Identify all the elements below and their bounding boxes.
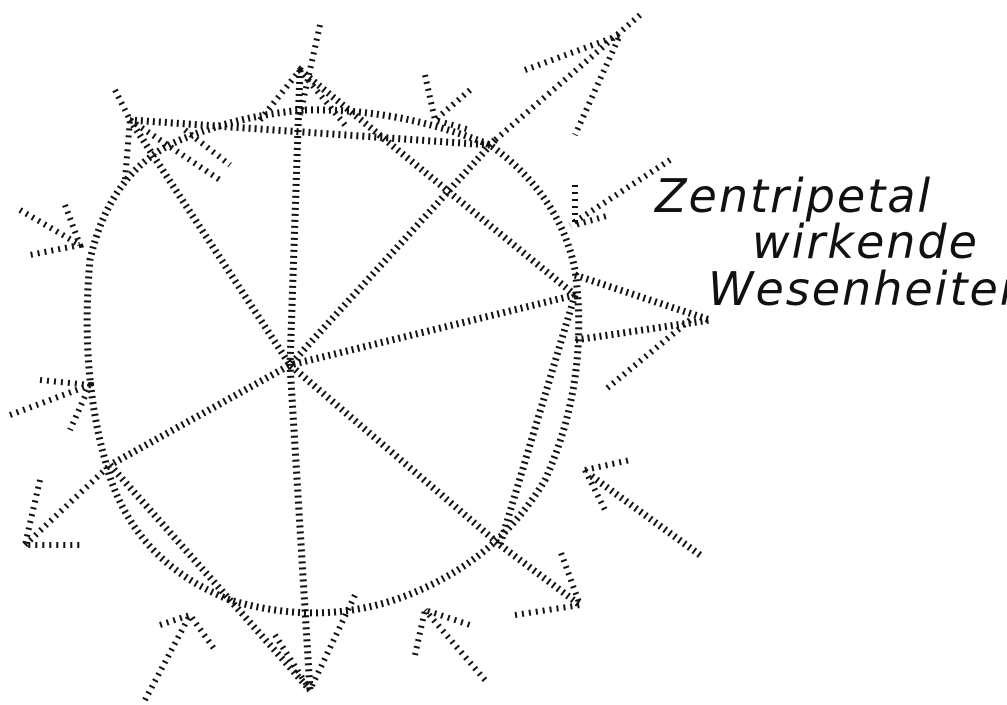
arrow-spike-left-lower [25, 465, 110, 545]
arrow-spike-left [10, 380, 90, 430]
arrow-spike-right-lower [585, 460, 700, 555]
arrow-spike-top-left [115, 90, 230, 180]
arrow-spike-top-right-large [495, 15, 640, 140]
arrow-spike-bottom-right [500, 545, 580, 615]
label-group: Zentripetal wirkende Wesenheiten [653, 169, 1007, 316]
inner-chords [110, 70, 575, 690]
label-line-3: Wesenheiten [708, 262, 1007, 316]
arrow-spike-bottom-mid-right [415, 610, 485, 680]
arrow-spike-bottom-left [145, 615, 215, 700]
label-line-2: wirkende [752, 215, 979, 269]
arrow-spike-right [575, 275, 710, 390]
arrow-spike-left-upper [20, 205, 80, 255]
